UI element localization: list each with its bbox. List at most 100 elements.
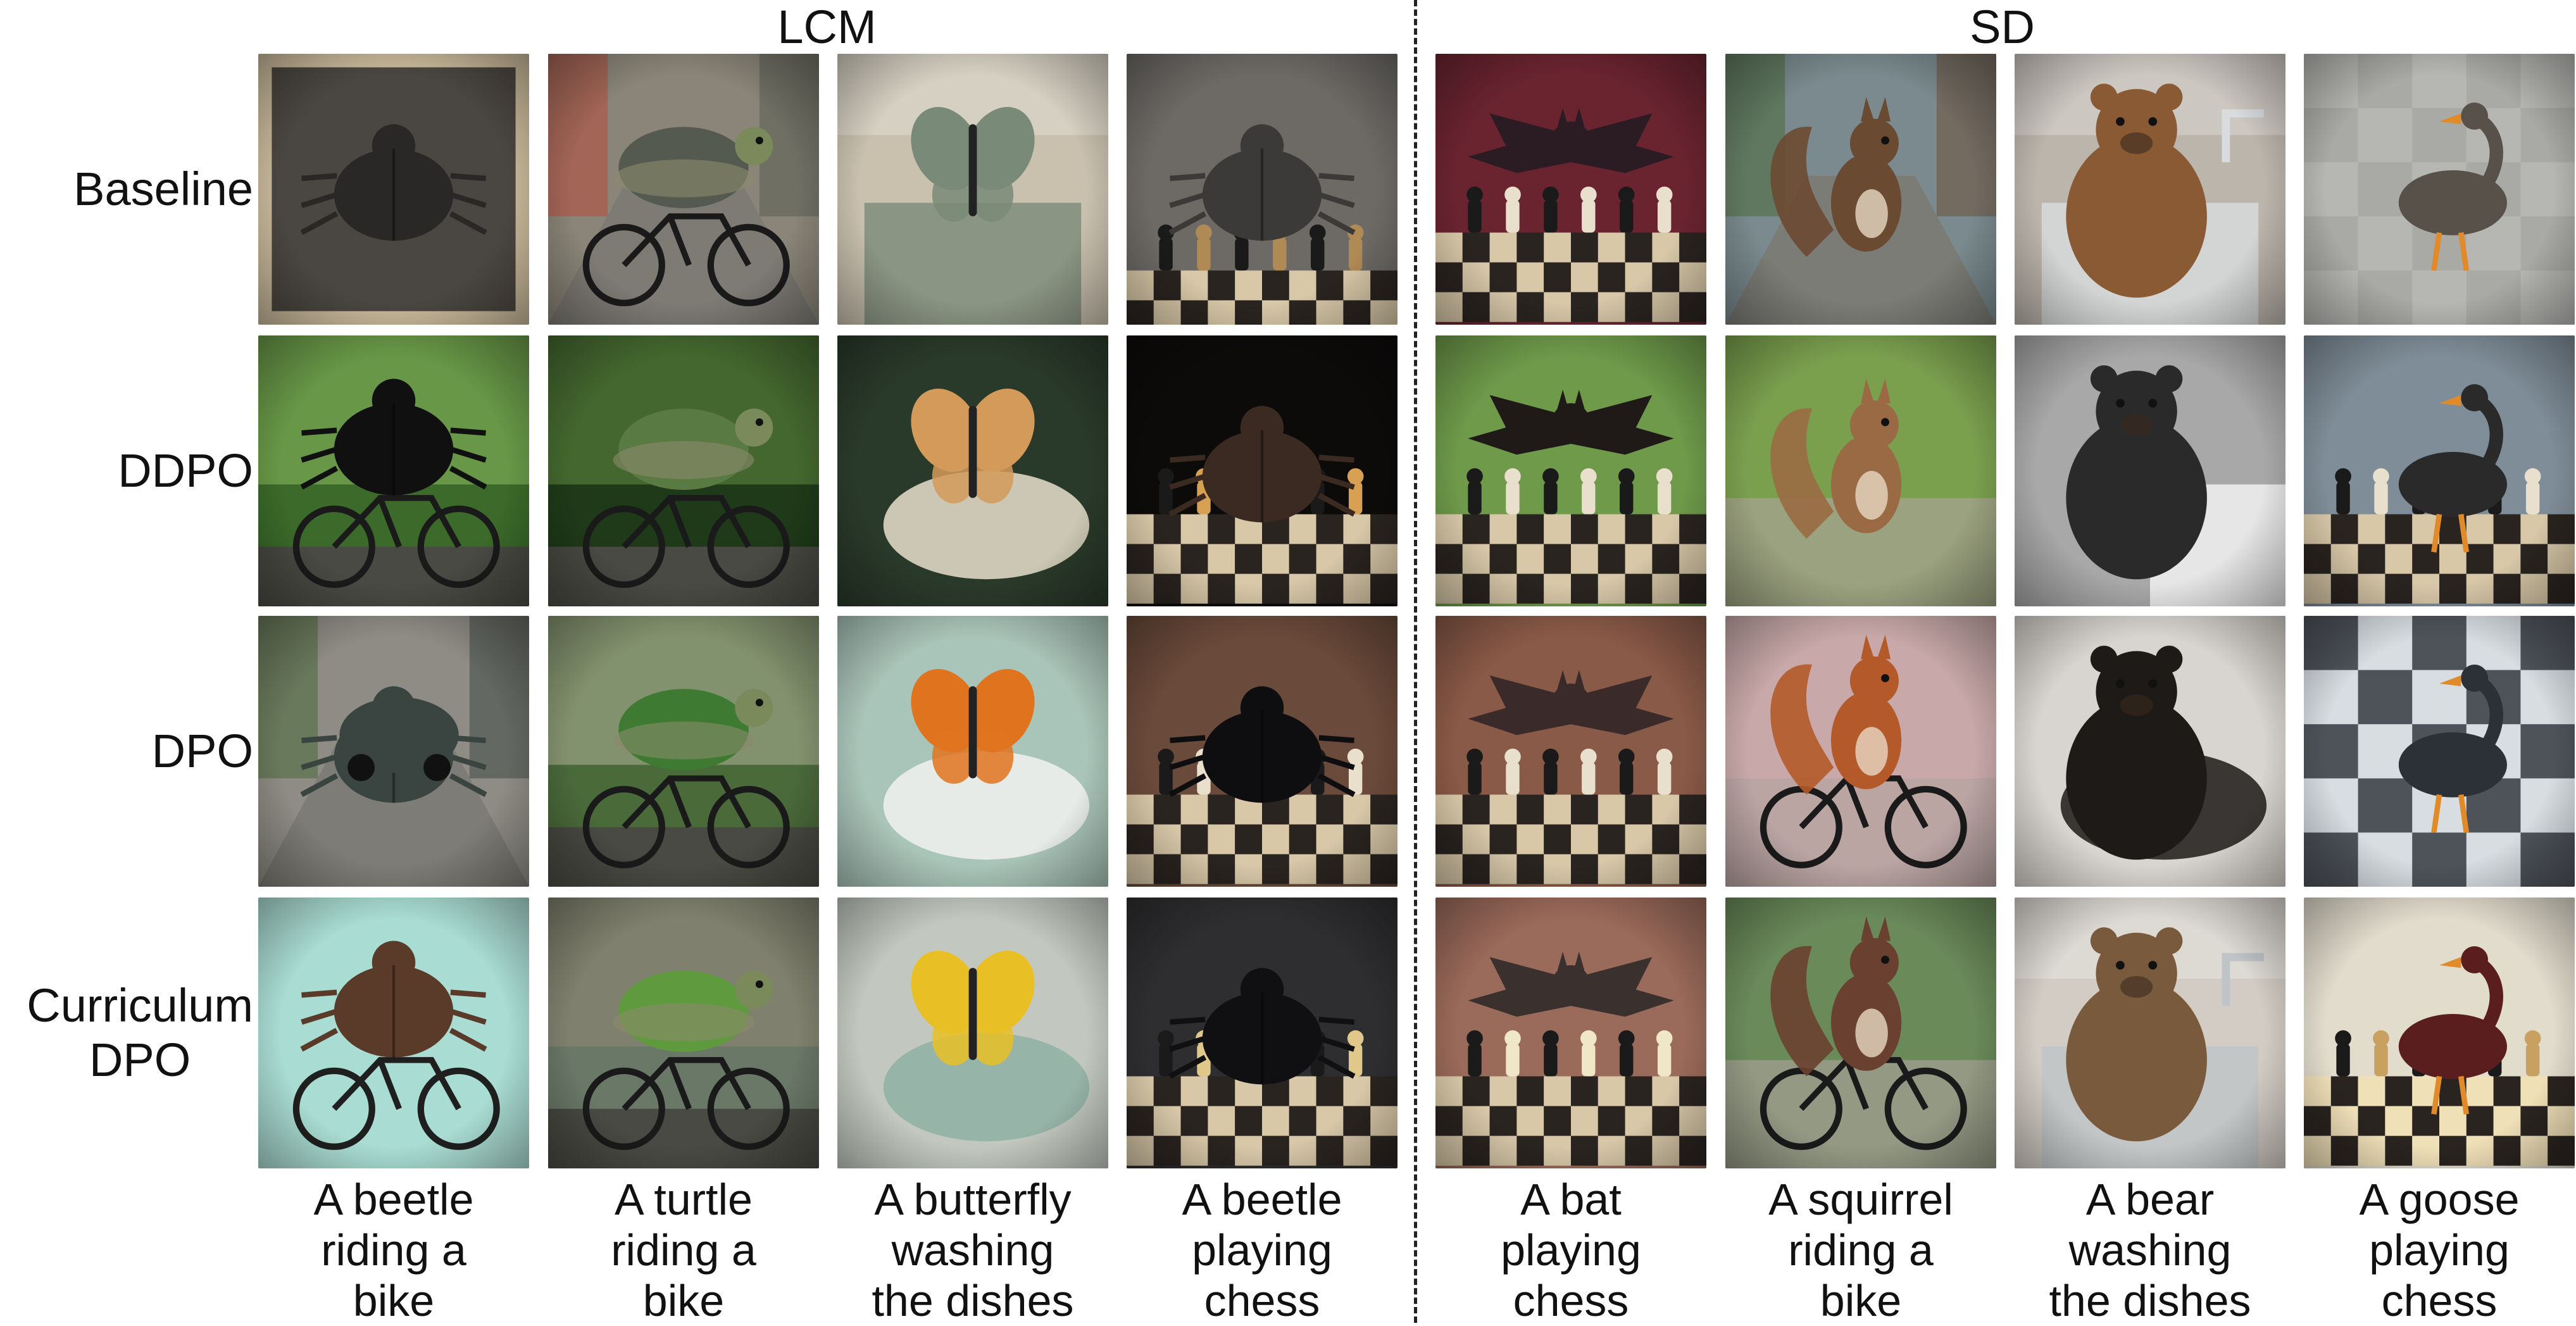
generated-image	[1725, 616, 1996, 887]
generated-image	[837, 616, 1108, 887]
vignette	[1435, 616, 1706, 887]
generated-image	[548, 335, 819, 606]
generated-image	[1127, 616, 1397, 887]
caption-line: chess	[1513, 1276, 1629, 1325]
vignette	[1127, 335, 1397, 606]
row-label: DDPO	[0, 335, 253, 606]
caption-line: A turtle	[615, 1175, 753, 1224]
image-content	[1435, 335, 1706, 606]
generated-image	[1725, 54, 1996, 325]
image-content	[258, 54, 529, 325]
generated-image	[837, 898, 1108, 1168]
vignette	[548, 335, 819, 606]
image-content	[1725, 898, 1996, 1168]
row-label-line: Curriculum	[27, 979, 253, 1032]
vignette	[548, 898, 819, 1168]
image-content	[2304, 335, 2575, 606]
vignette	[1435, 54, 1706, 325]
vignette	[2304, 616, 2575, 887]
generated-image	[2015, 54, 2285, 325]
vignette	[2015, 335, 2285, 606]
image-content	[548, 54, 819, 325]
image-content	[548, 898, 819, 1168]
image-content	[1435, 54, 1706, 325]
caption-line: A bear	[2085, 1175, 2215, 1224]
row-label-line: Baseline	[73, 163, 253, 215]
vignette	[837, 335, 1108, 606]
vignette	[2304, 54, 2575, 325]
generated-image	[2304, 335, 2575, 606]
vignette	[1127, 898, 1397, 1168]
generated-image	[2304, 54, 2575, 325]
vignette	[1725, 616, 1996, 887]
vignette	[2015, 898, 2285, 1168]
image-content	[837, 335, 1108, 606]
vignette	[548, 54, 819, 325]
row-label-line: DPO	[89, 1034, 191, 1086]
generated-image	[1435, 335, 1706, 606]
vignette	[837, 616, 1108, 887]
image-content	[548, 616, 819, 887]
caption-line: playing	[1501, 1225, 1641, 1275]
caption-line: bike	[642, 1276, 725, 1325]
image-content	[258, 335, 529, 606]
generated-image	[1725, 898, 1996, 1168]
generated-image	[2015, 335, 2285, 606]
image-content	[258, 616, 529, 887]
caption-line: A butterfly	[874, 1175, 1072, 1224]
caption-line: riding a	[611, 1225, 756, 1275]
generated-image	[837, 54, 1108, 325]
image-content	[1127, 54, 1397, 325]
caption-line: chess	[2381, 1276, 2498, 1325]
image-content	[1435, 616, 1706, 887]
vignette	[2304, 335, 2575, 606]
caption-line: washing	[2068, 1225, 2232, 1275]
generated-image	[548, 54, 819, 325]
image-content	[2015, 616, 2285, 887]
caption-line: the dishes	[2049, 1276, 2251, 1325]
caption-line: A beetle	[313, 1175, 474, 1224]
caption-line: A bat	[1520, 1175, 1622, 1224]
vignette	[258, 335, 529, 606]
vignette	[548, 616, 819, 887]
image-content	[2015, 335, 2285, 606]
generated-image	[1435, 898, 1706, 1168]
image-content	[1725, 616, 1996, 887]
image-content	[2015, 54, 2285, 325]
caption-line: bike	[1820, 1276, 1902, 1325]
generated-image	[1127, 898, 1397, 1168]
caption-line: bike	[353, 1276, 435, 1325]
vignette	[1725, 335, 1996, 606]
generated-image	[2015, 898, 2285, 1168]
image-content	[1127, 898, 1397, 1168]
vignette	[258, 54, 529, 325]
generated-image	[837, 335, 1108, 606]
image-content	[837, 898, 1108, 1168]
image-content	[2304, 54, 2575, 325]
image-content	[837, 616, 1108, 887]
image-content	[837, 54, 1108, 325]
vignette	[1127, 616, 1397, 887]
vignette	[1435, 335, 1706, 606]
caption-line: playing	[2369, 1225, 2510, 1275]
vignette	[1127, 54, 1397, 325]
vignette	[2015, 616, 2285, 887]
caption-line: the dishes	[872, 1276, 1074, 1325]
image-content	[258, 898, 529, 1168]
caption-line: riding a	[321, 1225, 466, 1275]
generated-image	[258, 54, 529, 325]
image-content	[2304, 898, 2575, 1168]
row-label-line: DDPO	[118, 444, 253, 497]
generated-image	[258, 616, 529, 887]
caption-line: riding a	[1788, 1225, 1934, 1275]
vignette	[1725, 898, 1996, 1168]
generated-image	[2015, 616, 2285, 887]
image-content	[1127, 616, 1397, 887]
vignette	[258, 616, 529, 887]
